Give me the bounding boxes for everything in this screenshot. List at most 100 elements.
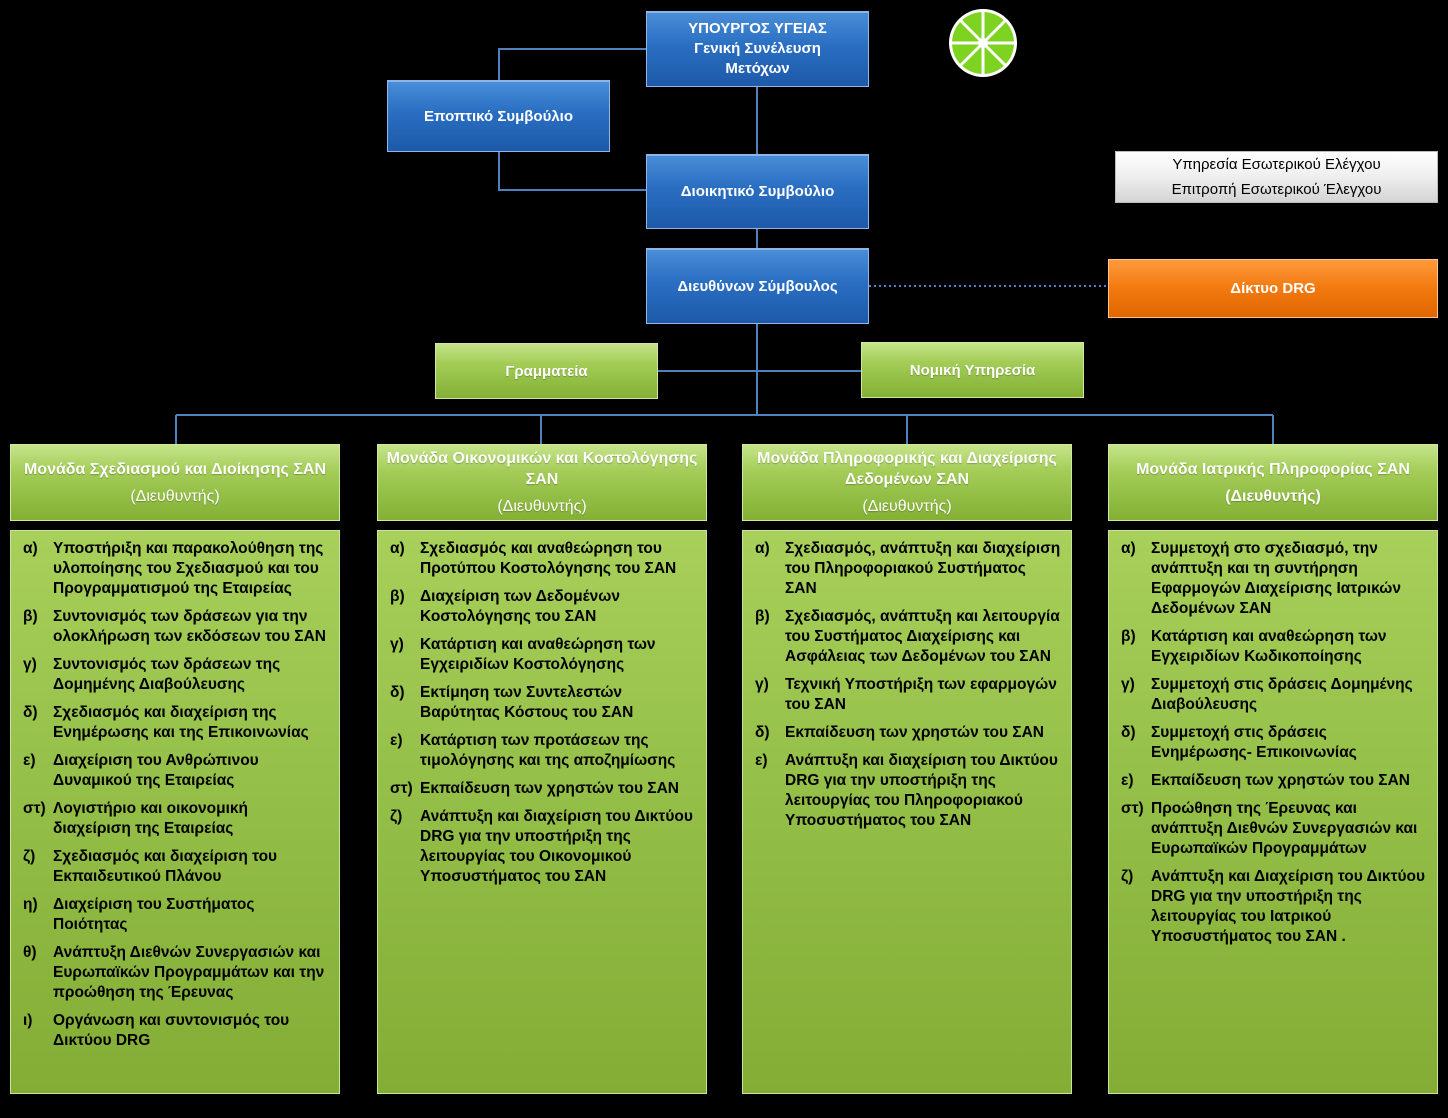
item-text: Διαχείριση των Δεδομένων Κοστολόγησης το… [420, 588, 620, 625]
item-text: Λογιστήριο και οικονομική διαχείριση της… [53, 800, 249, 837]
item-label: α) [755, 540, 770, 557]
responsibility-item: β)Σχεδιασμός, ανάπτυξη και λειτουργία το… [755, 607, 1061, 667]
item-text: Εκπαίδευση των χρηστών του ΣΑΝ [785, 724, 1044, 741]
item-label: δ) [23, 704, 38, 721]
drg-network-box: Δίκτυο DRG [1108, 259, 1438, 318]
item-label: στ) [390, 780, 413, 797]
item-text: Ανάπτυξη και διαχείριση του Δικτύου DRG … [420, 808, 693, 885]
responsibility-item: δ)Εκπαίδευση των χρηστών του ΣΑΝ [755, 723, 1061, 743]
secretariat-box: Γραμματεία [435, 343, 658, 399]
responsibility-item: δ) Εκτίμηση των Συντελεστών Βαρύτητας Κόσ… [390, 683, 696, 723]
item-text: Σχεδιασμός, ανάπτυξη και διαχείριση του … [785, 540, 1061, 597]
responsibility-item: ι) Οργάνωση και συντονισμός του Δικτύου D… [23, 1011, 329, 1051]
responsibility-item: α) Σχεδιασμός, ανάπτυξη και διαχείριση το… [755, 539, 1061, 599]
unit-responsibilities-planning: α) Υποστήριξη και παρακολούθηση της υλοπο… [10, 530, 340, 1094]
supervisory-board-label: Εποπτικό Συμβούλιο [424, 107, 573, 125]
item-text: Ανάπτυξη Διεθνών Συνεργασιών και Ευρωπαϊ… [53, 944, 325, 1001]
internal-audit-box: Υπηρεσία Εσωτερικού Ελέγχου Επιτροπή Εσω… [1115, 151, 1438, 203]
ministry-line-3: Μετόχων [725, 60, 790, 77]
item-label: β) [23, 608, 38, 625]
unit-header-medical: Μονάδα Ιατρικής Πληροφορίας ΣΑΝ (Διευθυν… [1108, 444, 1438, 521]
internal-audit-service: Υπηρεσία Εσωτερικού Ελέγχου [1172, 156, 1381, 173]
item-text: Συμμετοχή στις δράσεις Ενημέρωσης- Επικο… [1151, 724, 1357, 761]
item-label: γ) [390, 636, 404, 653]
responsibility-item: ε) Εκπαίδευση των χρηστών του ΣΑΝ [1121, 771, 1427, 791]
responsibility-item: η)Διαχείριση του Συστήματος Ποιότητας [23, 895, 329, 935]
item-label: γ) [23, 656, 37, 673]
item-label: α) [23, 540, 38, 557]
responsibility-item: στ) Λογιστήριο και οικονομική διαχείριση … [23, 799, 329, 839]
responsibility-item: ζ) Ανάπτυξη και διαχείριση του Δικτύου DR… [390, 807, 696, 887]
item-text: Σχεδιασμός, ανάπτυξη και λειτουργία του … [785, 608, 1060, 665]
item-text: Υποστήριξη και παρακολούθηση της υλοποίη… [53, 540, 324, 597]
item-label: ε) [23, 752, 36, 769]
item-text: Σχεδιασμός και διαχείριση του Εκπαιδευτι… [53, 848, 278, 885]
responsibility-item: ε) Διαχείριση του Ανθρώπινου Δυναμικού τη… [23, 751, 329, 791]
unit-header-planning: Μονάδα Σχεδιασμού και Διοίκησης ΣΑΝ (Διε… [10, 444, 340, 521]
item-text: Συμμετοχή στο σχεδιασμό, την ανάπτυξη κα… [1151, 540, 1401, 617]
item-label: ζ) [390, 808, 403, 825]
board-of-directors-label: Διοικητικό Συμβούλιο [680, 183, 835, 200]
unit-director: (Διευθυντής) [1225, 487, 1321, 505]
item-label: ε) [1121, 772, 1134, 789]
item-text: Ανάπτυξη και Διαχείριση του Δικτύου DRG … [1151, 868, 1426, 945]
item-label: θ) [23, 944, 37, 961]
unit-header-finance: Μονάδα Οικονομικών και Κοστολόγησης ΣΑΝ … [377, 444, 707, 521]
item-label: ι) [23, 1012, 33, 1029]
responsibility-item: θ) Ανάπτυξη Διεθνών Συνεργασιών και Ευρωπ… [23, 943, 329, 1003]
responsibility-item: στ) Προώθηση της Έρευνας και ανάπτυξη Διε… [1121, 799, 1427, 859]
item-text: Κατάρτιση και αναθεώρηση των Εγχειριδίων… [1151, 628, 1387, 665]
item-text: Εκτίμηση των Συντελεστών Βαρύτητας Κόστο… [420, 684, 634, 721]
item-text: Σχεδιασμός και αναθεώρηση του Προτύπου Κ… [420, 540, 677, 577]
ministry-line-2: Γενική Συνέλευση [694, 40, 821, 57]
item-text: Κατάρτιση και αναθεώρηση των Εγχειριδίων… [420, 636, 656, 673]
unit-title: Μονάδα Πληροφορικής και Διαχείρισης Δεδο… [757, 450, 1057, 488]
item-text: Εκπαίδευση των χρηστών του ΣΑΝ [1151, 772, 1410, 789]
item-label: γ) [1121, 676, 1135, 693]
item-text: Συμμετοχή στις δράσεις Δομημένης Διαβούλ… [1151, 676, 1413, 713]
supervisory-to-board-line [498, 152, 646, 191]
responsibility-item: α) Συμμετοχή στο σχεδιασμό, την ανάπτυξη … [1121, 539, 1427, 619]
responsibility-item: δ)Σχεδιασμός και διαχείριση της Ενημέρωσ… [23, 703, 329, 743]
item-text: Οργάνωση και συντονισμός του Δικτύου DRG [53, 1012, 290, 1049]
legal-service-label: Νομική Υπηρεσία [909, 361, 1036, 379]
item-label: δ) [1121, 724, 1136, 741]
item-label: β) [390, 588, 405, 605]
responsibility-item: γ)Τεχνική Υποστήριξη των εφαρμογών του Σ… [755, 675, 1061, 715]
item-label: στ) [1121, 800, 1144, 817]
unit-responsibilities-medical: α) Συμμετοχή στο σχεδιασμό, την ανάπτυξη … [1108, 530, 1438, 1094]
item-text: Διαχείριση του Ανθρώπινου Δυναμικού της … [53, 752, 259, 789]
unit-header-informatics: Μονάδα Πληροφορικής και Διαχείρισης Δεδο… [742, 444, 1072, 521]
unit-title: Μονάδα Σχεδιασμού και Διοίκησης ΣΑΝ [23, 460, 327, 478]
item-text: Εκπαίδευση των χρηστών του ΣΑΝ [420, 780, 679, 797]
item-label: α) [390, 540, 405, 557]
responsibility-item: γ) Συμμετοχή στις δράσεις Δομημένης Διαβο… [1121, 675, 1427, 715]
item-label: ε) [755, 752, 768, 769]
responsibility-item: α) Υποστήριξη και παρακολούθηση της υλοπο… [23, 539, 329, 599]
lime-slice-icon [949, 9, 1017, 77]
item-label: α) [1121, 540, 1136, 557]
legal-service-box: Νομική Υπηρεσία [861, 342, 1084, 398]
responsibility-item: β) Διαχείριση των Δεδομένων Κοστολόγησης … [390, 587, 696, 627]
unit-title: Μονάδα Ιατρικής Πληροφορίας ΣΑΝ [1136, 460, 1410, 478]
unit-title: Μονάδα Οικονομικών και Κοστολόγησης ΣΑΝ [386, 450, 698, 488]
ministry-line-1: ΥΠΟΥΡΓΟΣ ΥΓΕΙΑΣ [688, 20, 827, 37]
unit-director: (Διευθυντής) [862, 498, 952, 515]
ceo-box: Διευθύνων Σύμβουλος [646, 248, 869, 324]
item-text: Διαχείριση του Συστήματος Ποιότητας [53, 896, 255, 933]
item-text: Προώθηση της Έρευνας και ανάπτυξη Διεθνώ… [1151, 800, 1418, 857]
secretariat-label: Γραμματεία [505, 362, 588, 380]
unit-director: (Διευθυντής) [497, 498, 587, 515]
item-label: ζ) [1121, 868, 1134, 885]
responsibility-item: ε)Κατάρτιση των προτάσεων της τιμολόγηση… [390, 731, 696, 771]
responsibility-item: ζ) Ανάπτυξη και Διαχείριση του Δικτύου DR… [1121, 867, 1427, 947]
item-label: στ) [23, 800, 46, 817]
item-label: δ) [390, 684, 405, 701]
responsibility-item: β)Συντονισμός των δράσεων για την ολοκλή… [23, 607, 329, 647]
item-text: Τεχνική Υποστήριξη των εφαρμογών του ΣΑΝ [785, 676, 1057, 713]
board-of-directors-box: Διοικητικό Συμβούλιο [646, 154, 869, 229]
ceo-label: Διευθύνων Σύμβουλος [677, 277, 838, 295]
item-text: Κατάρτιση των προτάσεων της τιμολόγησης … [420, 732, 676, 769]
responsibility-item: δ) Συμμετοχή στις δράσεις Ενημέρωσης- Επι… [1121, 723, 1427, 763]
